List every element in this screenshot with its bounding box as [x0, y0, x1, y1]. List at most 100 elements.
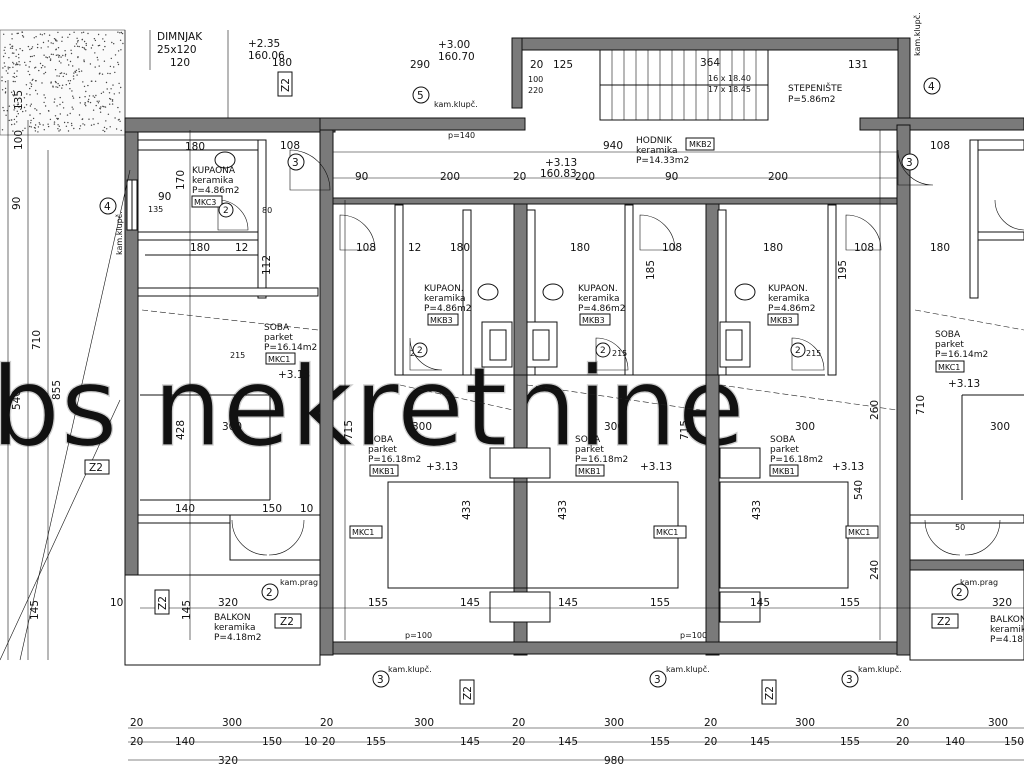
left-dim-80: 80 — [262, 206, 272, 215]
door-swings — [217, 149, 1024, 556]
mid1-bath-label: KUPAON. — [424, 284, 464, 294]
mid1-room-area: P=16.18m2 — [368, 455, 421, 465]
left-balcony-dim-10: 10 — [110, 597, 123, 609]
bdim2-145-2: 145 — [558, 736, 578, 748]
left-balcony-label: BALKON — [214, 613, 251, 623]
bdim-300-5: 300 — [988, 717, 1008, 729]
mid2-room-area: P=16.18m2 — [575, 455, 628, 465]
bdim2-20-4: 20 — [704, 736, 717, 748]
right-bath-dim-180: 180 — [930, 242, 950, 254]
marker-5: 5 — [412, 86, 430, 104]
mid2-room-dim-300: 300 — [604, 421, 624, 433]
right-room-dim-300: 300 — [990, 421, 1010, 433]
hallway-label: HODNIK — [636, 136, 673, 146]
hallway-length: 940 — [603, 140, 623, 152]
right-room-finish: parket — [935, 340, 964, 350]
mid1-bath-area: P=4.86m2 — [424, 304, 472, 314]
bdim2-145-3: 145 — [750, 736, 770, 748]
bdim2-155-3: 155 — [840, 736, 860, 748]
left-balcony-area: P=4.18m2 — [214, 633, 262, 643]
bdim-300-4: 300 — [795, 717, 815, 729]
mid3-door-108: 108 — [854, 242, 874, 254]
z2-tag-balcony-v: Z2 — [154, 589, 170, 615]
left-room-code: MKC1 — [268, 355, 290, 364]
right-balcony-dim-320: 320 — [992, 597, 1012, 609]
mid3-bath-area: P=4.86m2 — [768, 304, 816, 314]
right-room-code: MKC1 — [938, 363, 960, 372]
dim-200-b: 200 — [575, 171, 595, 183]
dim-90-a: 90 — [355, 171, 368, 183]
left-balcony-finish: keramika — [214, 623, 255, 633]
svg-text:3: 3 — [292, 157, 299, 169]
mid2-room-dim-155: 155 — [650, 597, 670, 609]
hallway-level-abs: 160.83 — [540, 168, 577, 180]
dim-290-top: 290 — [410, 59, 430, 71]
svg-text:3: 3 — [377, 674, 384, 686]
left-room-area: P=16.14m2 — [264, 343, 317, 353]
sill-tag-b1: kam.klupč. — [388, 664, 432, 674]
vdim-135-l: 135 — [13, 90, 25, 110]
vdim-855: 855 — [51, 380, 63, 400]
dim-90-b: 90 — [665, 171, 678, 183]
right-room-area: P=16.14m2 — [935, 350, 988, 360]
dim-108-a: 108 — [280, 140, 300, 152]
svg-text:2: 2 — [600, 346, 606, 356]
dim-12-bath-l: 12 — [235, 242, 248, 254]
svg-text:Z2: Z2 — [89, 462, 103, 474]
marker-3-c: 3 — [841, 670, 859, 688]
mid3-room-tag: MKC1 — [848, 528, 870, 537]
svg-text:Z2: Z2 — [462, 686, 474, 700]
chimney-terrain-area — [0, 29, 229, 140]
stairs-dim-220: 220 — [528, 86, 543, 95]
bdim2-145-1: 145 — [460, 736, 480, 748]
svg-text:3: 3 — [654, 674, 661, 686]
mid2-room-tag: MKC1 — [656, 528, 678, 537]
bdim-300-1: 300 — [222, 717, 242, 729]
right-balcony-prag: kam.prag — [960, 578, 998, 587]
mid2-room-label: SOBA — [575, 435, 601, 445]
right-balcony-area: P=4.18 — [990, 635, 1023, 645]
svg-text:3: 3 — [846, 674, 853, 686]
mid2-bath-dim-180: 180 — [570, 242, 590, 254]
walls — [124, 37, 1024, 656]
bdim-300-3: 300 — [604, 717, 624, 729]
mid1-door-108: 108 — [356, 242, 376, 254]
hallway-code: MKB2 — [689, 140, 712, 149]
left-room-dim-140: 140 — [175, 503, 195, 515]
bdim-20-2: 20 — [320, 717, 333, 729]
mid1-bath-dim-12: 12 — [408, 242, 421, 254]
bdim-20-3: 20 — [512, 717, 525, 729]
svg-text:Z2: Z2 — [937, 616, 951, 628]
stairs-dim-364: 364 — [700, 57, 720, 69]
stairs-dim-20a: 20 — [530, 59, 543, 71]
z2-tag-balcony: Z2 — [274, 613, 302, 629]
mid3-room-dim-300: 300 — [795, 421, 815, 433]
right-balcony-label: BALKON — [990, 615, 1024, 625]
mid1-room-code: MKB1 — [372, 467, 395, 476]
svg-text:2: 2 — [417, 346, 423, 356]
bdim2-140-r: 140 — [945, 736, 965, 748]
marker-2-left: 2 — [261, 583, 279, 601]
mid2-bath-finish: keramika — [578, 294, 619, 304]
svg-text:2: 2 — [795, 346, 801, 356]
bdim-300-2: 300 — [414, 717, 434, 729]
bdim2-20-5: 20 — [896, 736, 909, 748]
bdim-20-4: 20 — [704, 717, 717, 729]
marker-3-a: 3 — [372, 670, 390, 688]
left-bath-label: KUPAONA — [192, 166, 236, 176]
mid3-room-finish: parket — [770, 445, 799, 455]
left-room-label: SOBA — [264, 323, 290, 333]
sill-tag-b2: kam.klupč. — [666, 664, 710, 674]
mid3-room-label: SOBA — [770, 435, 796, 445]
mid2-room-finish: parket — [575, 445, 604, 455]
mid2-dim-215: 215 — [612, 349, 627, 358]
vdim-170: 170 — [175, 170, 187, 190]
svg-text:5: 5 — [417, 90, 424, 102]
vdim-185: 185 — [645, 260, 657, 280]
vdim-260: 260 — [869, 400, 881, 420]
svg-text:Z2: Z2 — [280, 616, 294, 628]
left-room-level: +3.13 — [278, 369, 310, 381]
vdim-112: 112 — [261, 255, 273, 275]
hallway-finish: keramika — [636, 146, 677, 156]
vdim-145-l: 145 — [181, 600, 193, 620]
